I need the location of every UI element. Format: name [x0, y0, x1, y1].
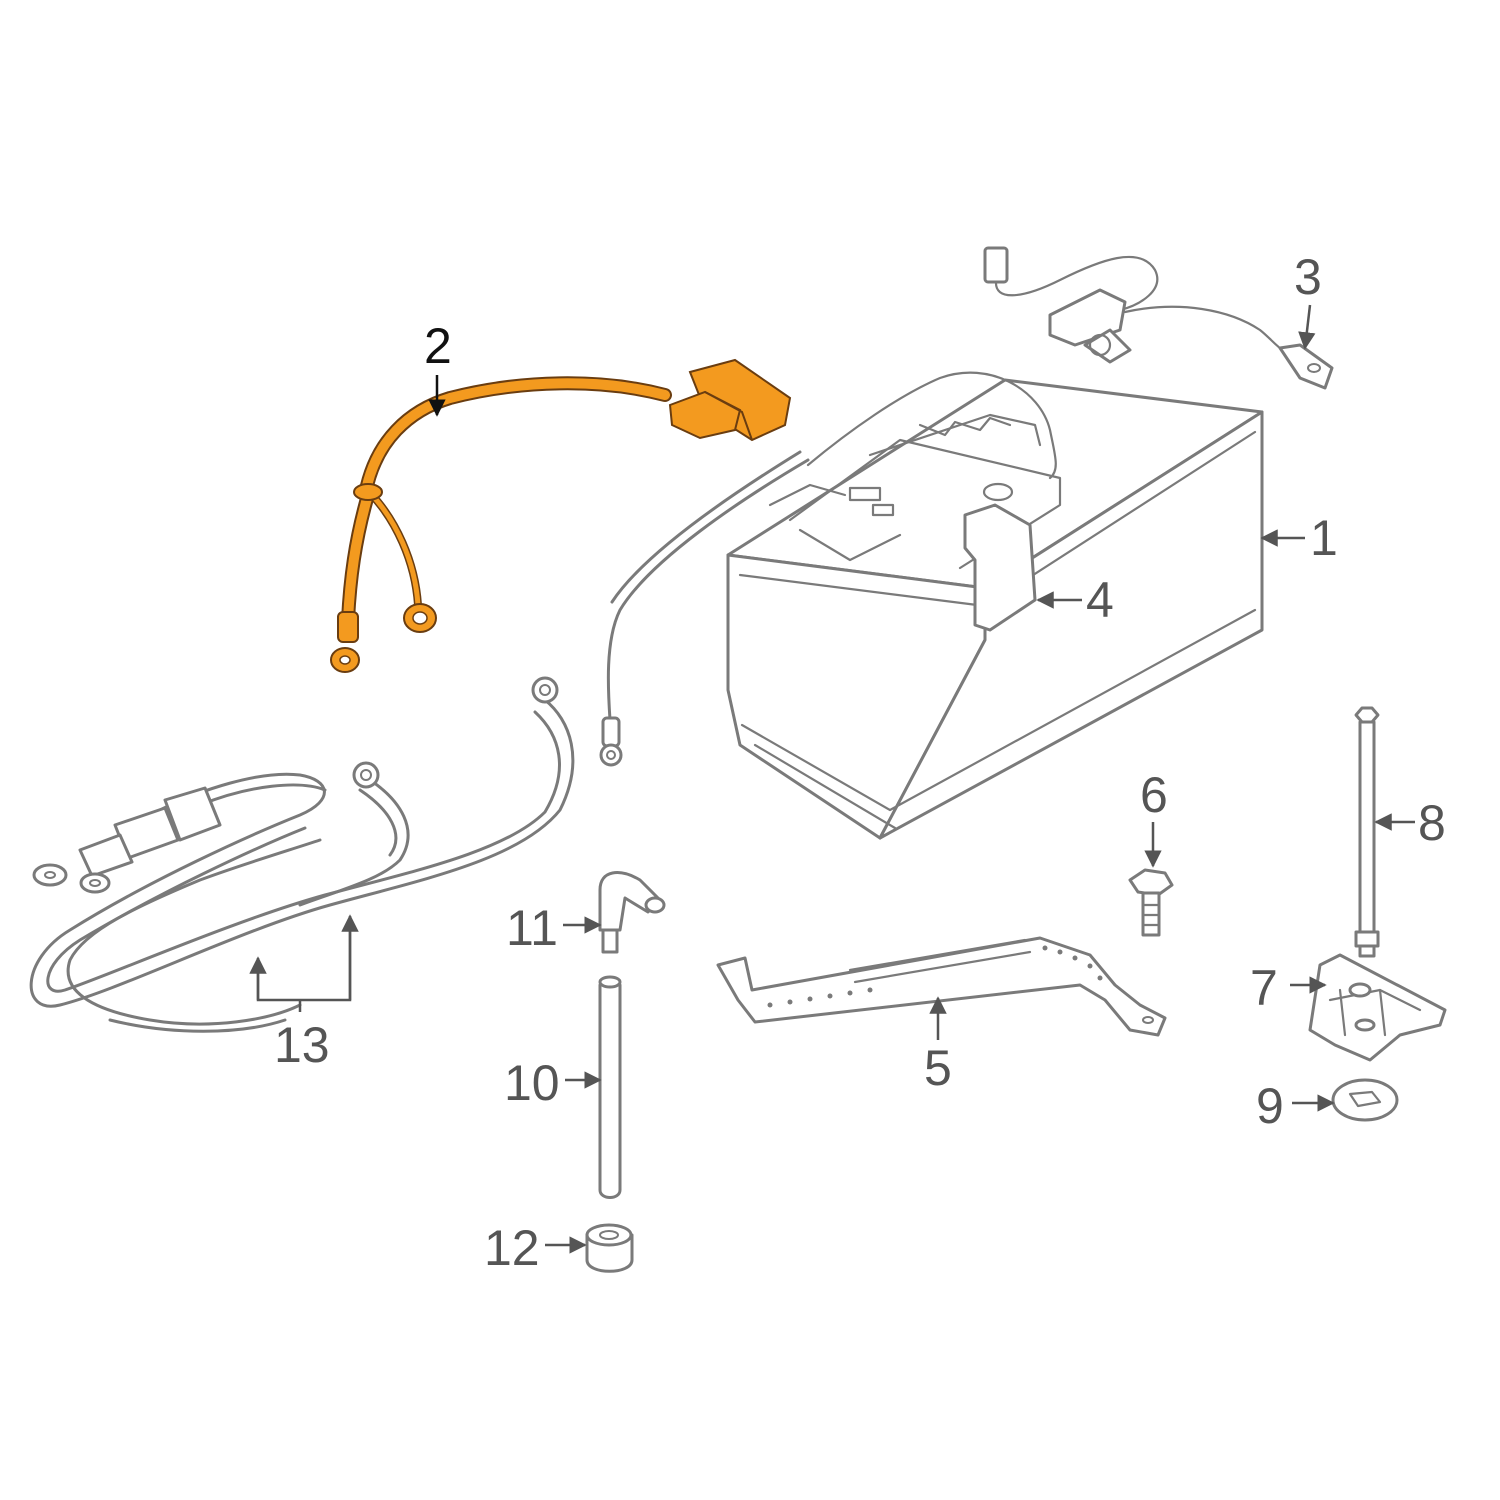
arrow-3 [1298, 304, 1316, 350]
ground-cable [599, 450, 810, 767]
vent-elbow [598, 871, 666, 954]
arrow-13-bracket [256, 918, 352, 1002]
long-bolt [1354, 706, 1380, 958]
callout-11: 11 [506, 900, 558, 956]
cable-harness [29, 676, 575, 1033]
callout-2: 2 [424, 318, 452, 374]
callout-7: 7 [1250, 960, 1278, 1016]
callout-1: 1 [1310, 510, 1338, 566]
hold-down-clamp [1308, 953, 1447, 1062]
callout-3: 3 [1294, 249, 1322, 305]
callout-4: 4 [1086, 572, 1114, 628]
callout-13: 13 [274, 1017, 330, 1073]
callout-12: 12 [484, 1220, 540, 1276]
callout-5: 5 [924, 1040, 952, 1096]
vent-tube [598, 975, 622, 1199]
callout-labels: 1 2 3 4 5 6 7 8 9 10 11 12 13 [274, 249, 1446, 1276]
bolt [1128, 868, 1174, 937]
battery-sensor-cable [983, 246, 1334, 390]
washer [1331, 1078, 1399, 1122]
callout-8: 8 [1418, 795, 1446, 851]
callout-10: 10 [504, 1055, 560, 1111]
callout-arrows [249, 304, 1415, 1254]
callout-9: 9 [1256, 1078, 1284, 1134]
vent-sleeve [585, 1223, 634, 1273]
callout-6: 6 [1140, 767, 1168, 823]
battery-cable-highlighted [330, 358, 792, 673]
battery-bracket [716, 936, 1167, 1037]
battery [726, 371, 1264, 840]
